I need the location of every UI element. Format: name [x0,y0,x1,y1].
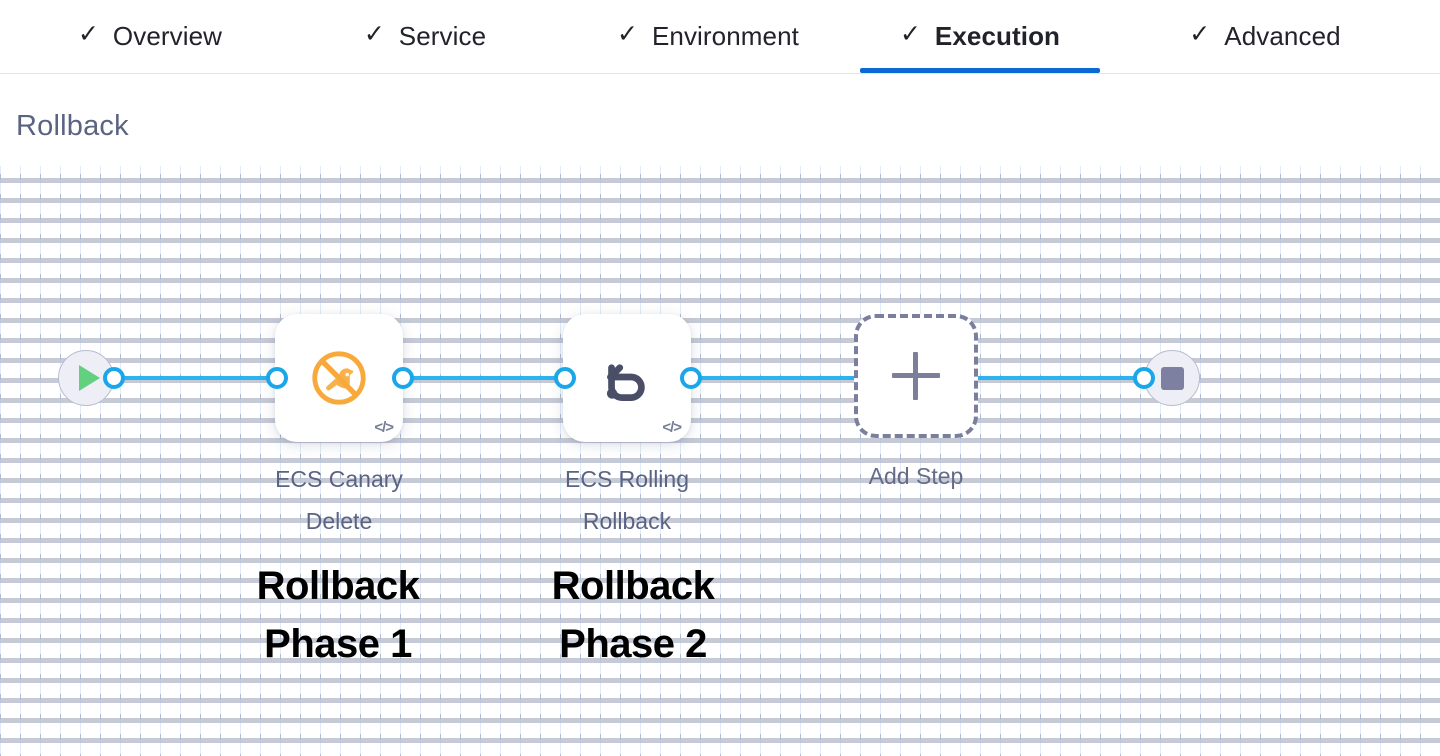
tab-underline-active [860,68,1100,73]
tab-execution[interactable]: ✓ Execution [860,0,1100,73]
tab-underline [588,68,828,73]
add-step-label[interactable]: Add Step [868,463,964,489]
execution-graph: </> ECS Canary Delete Rollback Phase 1 <… [0,74,1440,756]
port-step1-in[interactable] [266,367,288,389]
check-icon: ✓ [616,20,638,48]
step-label-line2: Rollback [582,508,672,534]
port-start-out[interactable] [103,367,125,389]
tab-overview[interactable]: ✓ Overview [50,0,250,73]
step-node-ecs-rolling-rollback[interactable]: </> [563,314,691,442]
stop-icon [1160,366,1184,390]
check-icon: ✓ [363,20,385,48]
tab-label: Advanced [1224,21,1341,51]
check-icon: ✓ [899,20,921,48]
tab-underline [335,68,515,73]
port-end-in[interactable] [1133,367,1155,389]
code-badge-icon[interactable]: </> [662,419,682,436]
port-step2-out[interactable] [680,367,702,389]
tab-service[interactable]: ✓ Service [335,0,515,73]
rollback-undo-icon [563,314,691,442]
step-node-ecs-canary-delete[interactable]: </> [275,314,403,442]
section-header-band: Rollback [0,74,1440,166]
section-title-rollback: Rollback [16,110,129,142]
step-label-ecs-canary-delete: ECS Canary Delete [239,458,439,542]
play-icon [78,365,100,391]
pipeline-canvas[interactable] [0,74,1440,756]
annotation-line1: Rollback [551,564,715,608]
tab-label: Execution [934,21,1061,51]
code-badge-icon[interactable]: </> [374,419,394,436]
port-step1-out[interactable] [392,367,414,389]
annotation-line1: Rollback [256,564,420,608]
edge-start-to-step1[interactable] [105,376,290,380]
tab-label: Overview [112,21,223,51]
tab-label: Service [398,21,487,51]
step-label-line1: ECS Canary [275,466,403,492]
canary-delete-icon [275,314,403,442]
check-icon: ✓ [77,20,99,48]
end-node[interactable] [1144,350,1200,406]
annotation-line2: Phase 1 [264,622,412,666]
edge-step1-to-step2[interactable] [393,376,578,380]
step-label-ecs-rolling-rollback: ECS Rolling Rollback [527,458,727,542]
port-step2-in[interactable] [554,367,576,389]
tab-environment[interactable]: ✓ Environment [588,0,828,73]
check-icon: ✓ [1189,20,1211,48]
annotation-rollback-phase-2: Rollback Phase 2 [483,557,783,673]
tab-advanced[interactable]: ✓ Advanced [1160,0,1370,73]
step-label-line1: ECS Rolling [565,466,689,492]
tab-underline [50,68,250,73]
plus-icon [892,352,940,400]
step-label-line2: Delete [305,508,373,534]
pipeline-tab-bar: ✓ Overview ✓ Service ✓ Environment ✓ Exe… [0,0,1440,74]
annotation-rollback-phase-1: Rollback Phase 1 [188,557,488,673]
add-step-button[interactable] [854,314,978,438]
tab-label: Environment [651,21,799,51]
annotation-line2: Phase 2 [559,622,707,666]
tab-underline [1160,68,1370,73]
